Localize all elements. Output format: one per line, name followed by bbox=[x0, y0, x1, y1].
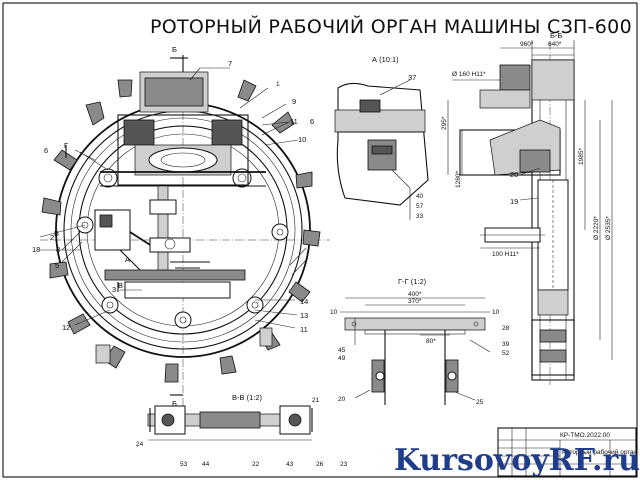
view-gg-title: Г-Г (1:2) bbox=[398, 277, 427, 286]
callout-main-14: 14 bbox=[300, 297, 308, 306]
callout-a-33: 33 bbox=[416, 213, 424, 220]
dim-1985: 1985* bbox=[578, 148, 585, 165]
callout-gg-20: 20 bbox=[338, 396, 346, 403]
callout-main-12: 12 bbox=[62, 323, 70, 332]
callout-vv-24: 24 bbox=[136, 441, 144, 448]
gearbox-frame bbox=[117, 114, 249, 186]
callout-vv-26: 26 bbox=[316, 461, 324, 468]
callout-bb-19: 19 bbox=[510, 197, 518, 206]
callout-main-10: 10 bbox=[298, 135, 306, 144]
ring-rollers bbox=[76, 168, 289, 329]
flange-plate bbox=[344, 317, 486, 331]
view-gg bbox=[340, 297, 491, 405]
dim-370: 370* bbox=[408, 298, 422, 305]
callout-main-7: 7 bbox=[228, 59, 232, 68]
dim-2220: Ø 2220* bbox=[593, 216, 600, 240]
callout-gg-45: 45 bbox=[338, 347, 346, 354]
view-a-title: А (10:1) bbox=[372, 55, 399, 64]
callout-gg-39: 39 bbox=[502, 341, 510, 348]
view-bb bbox=[447, 40, 613, 385]
callout-main-8: 8 bbox=[56, 245, 60, 254]
dim-295: 295* bbox=[441, 116, 448, 130]
watermark: KursovoyRF.ru bbox=[394, 443, 640, 478]
mark-v-bottom: В bbox=[118, 281, 123, 290]
dim-400: 400* bbox=[408, 291, 422, 298]
callout-vv-44: 44 bbox=[202, 461, 210, 468]
callout-main-11b: 11 bbox=[300, 325, 308, 334]
callout-a-40: 40 bbox=[416, 193, 424, 200]
callout-vv-23: 23 bbox=[340, 461, 348, 468]
dim-80: 80* bbox=[426, 338, 436, 345]
callout-gg-25: 25 bbox=[476, 399, 484, 406]
mark-b-bottom: Б bbox=[172, 399, 177, 408]
callout-main-5: 5 bbox=[55, 261, 59, 270]
callout-main-6b: 6 bbox=[44, 146, 48, 155]
callout-gg-49: 49 bbox=[338, 355, 346, 362]
mark-v-top: В bbox=[54, 229, 59, 238]
callout-gg-10a: 10 bbox=[330, 309, 338, 316]
callout-main-18: 18 bbox=[32, 245, 40, 254]
main-rotor-view bbox=[39, 55, 330, 410]
drawing-title: РОТОРНЫЙ РАБОЧИЙ ОРГАН МАШИНЫ СЗП-600 bbox=[150, 15, 632, 38]
dim-960: 960* bbox=[520, 41, 534, 48]
dim-640: 640* bbox=[548, 41, 562, 48]
mark-g: Г bbox=[64, 141, 68, 150]
callout-main-6a: 6 bbox=[310, 117, 314, 126]
dim-2535: Ø 2535* bbox=[605, 216, 612, 240]
mark-b-top: Б bbox=[172, 45, 177, 54]
callout-gg-28: 28 bbox=[502, 325, 510, 332]
dim-100: 100 Н11* bbox=[492, 251, 519, 258]
view-vv bbox=[147, 405, 313, 441]
cutting-teeth bbox=[41, 79, 321, 383]
callout-vv-43: 43 bbox=[286, 461, 294, 468]
callout-gg-52: 52 bbox=[502, 350, 510, 357]
callout-main-11: 11 bbox=[290, 117, 298, 126]
callout-main-2: 2 bbox=[50, 233, 54, 242]
callout-vv-21: 21 bbox=[312, 397, 320, 404]
callout-main-3: 3 bbox=[112, 285, 116, 294]
view-bb-title: Б-Б bbox=[550, 31, 562, 40]
callout-main-1: 1 bbox=[276, 81, 280, 88]
title-block-code: КР-ТМО.2022.00 bbox=[560, 432, 610, 439]
mark-a: А bbox=[125, 255, 130, 264]
title-block-name: Роторный рабочий орган bbox=[562, 448, 637, 456]
view-a bbox=[334, 79, 429, 220]
callout-a-57: 57 bbox=[416, 203, 424, 210]
callout-gg-10b: 10 bbox=[492, 309, 500, 316]
title-block bbox=[497, 427, 637, 477]
dim-1280: 1280* bbox=[455, 171, 462, 188]
callout-a-37: 37 bbox=[408, 73, 416, 82]
callout-main-13: 13 bbox=[300, 311, 308, 320]
callout-vv-53: 53 bbox=[180, 461, 188, 468]
dim-160: Ø 160 Н11* bbox=[452, 71, 486, 78]
callout-vv-22: 22 bbox=[252, 461, 260, 468]
callout-bb-20: 20 bbox=[510, 170, 518, 179]
view-vv-title: В-В (1:2) bbox=[232, 393, 263, 402]
callout-main-9: 9 bbox=[292, 97, 296, 106]
